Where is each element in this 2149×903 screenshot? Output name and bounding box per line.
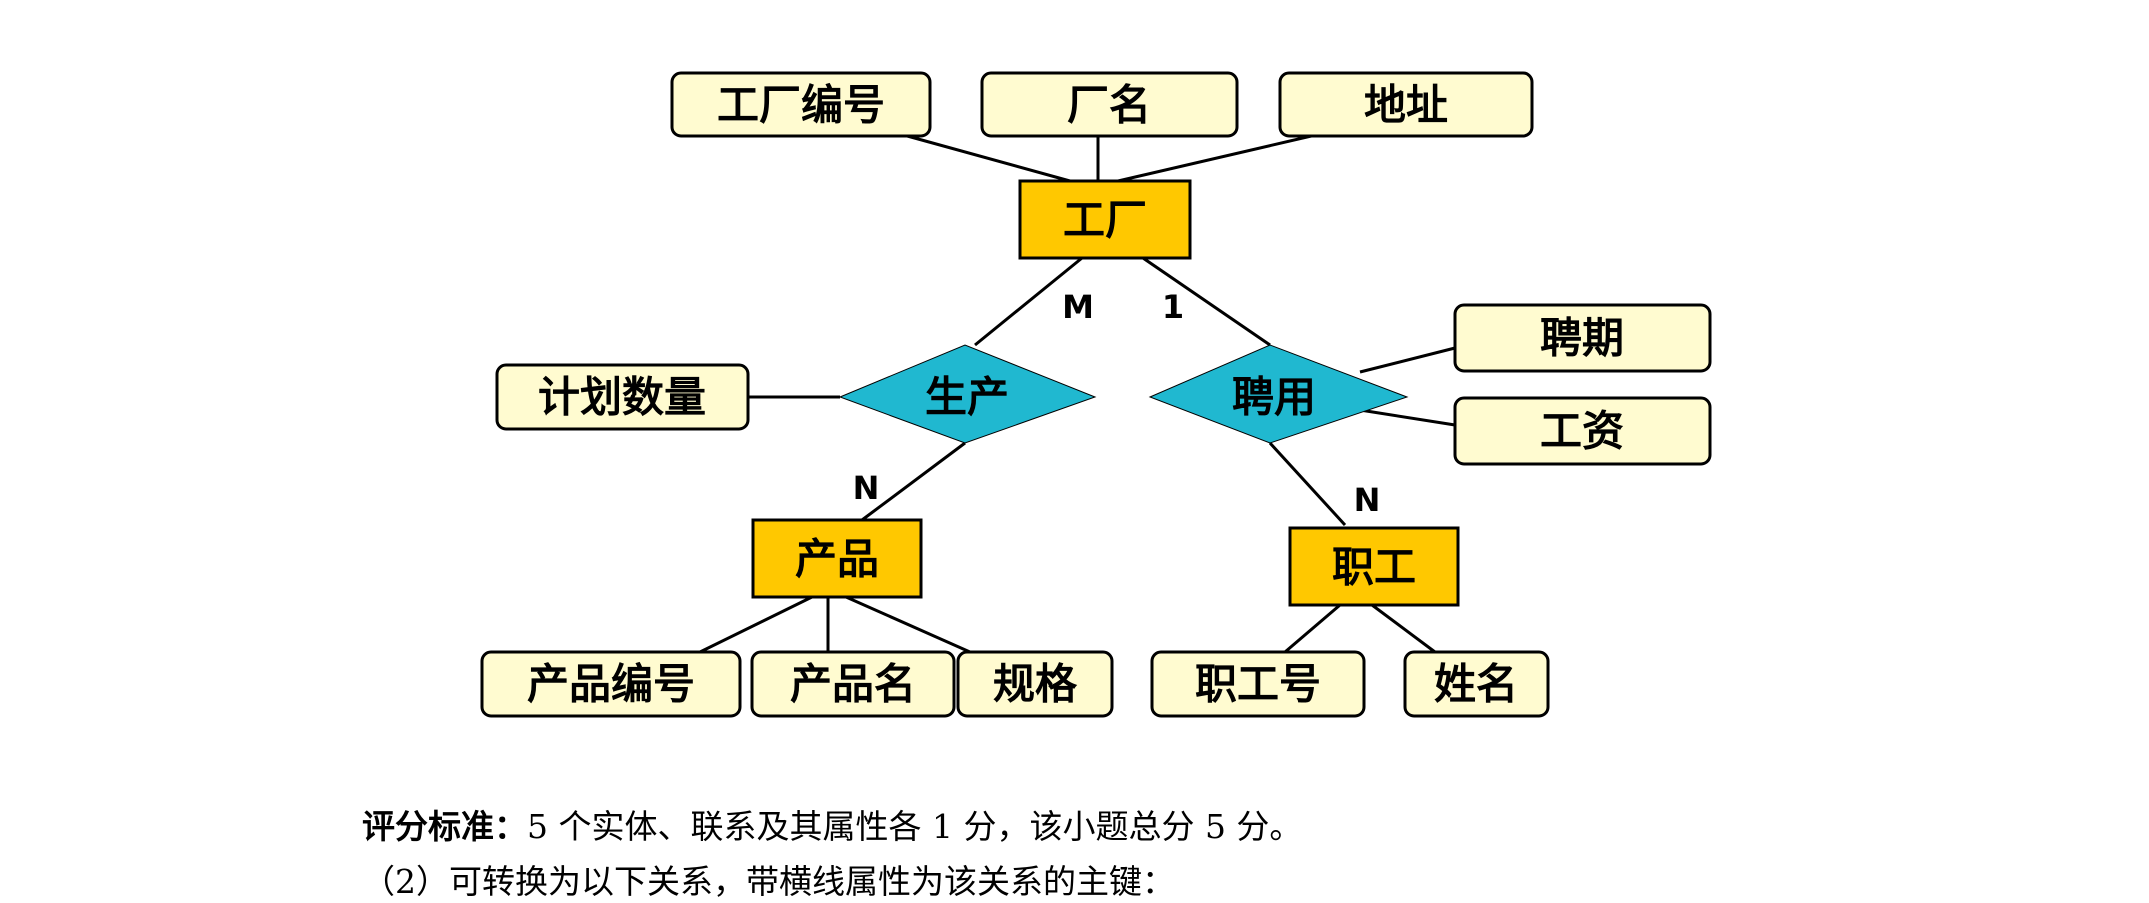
edge-factory-no <box>899 132 1071 183</box>
conversion-note: （2）可转换为以下关系，带横线属性为该关系的主键： <box>362 855 1175 903</box>
entity-factory: 工厂 <box>1018 179 1192 260</box>
attr-plan-quantity: 计划数量 <box>495 363 750 431</box>
cardinality-hire-employee: N <box>1354 481 1381 519</box>
svg-text:计划数量: 计划数量 <box>538 373 706 422</box>
conversion-text: （2）可转换为以下关系，带横线属性为该关系的主键： <box>362 862 1175 901</box>
svg-text:规格: 规格 <box>993 660 1078 709</box>
edge-employee-name <box>1371 603 1436 654</box>
cardinality-produce-factory: M <box>1062 288 1094 326</box>
svg-text:工厂: 工厂 <box>1063 196 1147 245</box>
er-diagram: 工厂编号 厂名 地址 计划数量 聘期 工资 产品编号 产品名 规格 职工号 姓名 <box>480 71 1712 718</box>
svg-text:职工: 职工 <box>1332 543 1416 592</box>
svg-text:聘期: 聘期 <box>1540 314 1624 363</box>
attr-hire-period: 聘期 <box>1453 303 1712 373</box>
svg-text:产品名: 产品名 <box>790 660 916 709</box>
svg-text:工厂编号: 工厂编号 <box>717 81 885 130</box>
edge-spec <box>845 595 971 654</box>
attr-employee-no: 职工号 <box>1150 650 1366 718</box>
attr-spec: 规格 <box>956 650 1114 718</box>
cardinality-hire-factory: 1 <box>1162 288 1184 326</box>
scoring-note: 评分标准：5 个实体、联系及其属性各 1 分，该小题总分 5 分。 <box>362 800 1302 848</box>
attr-salary: 工资 <box>1453 396 1712 466</box>
edge-hire-employee <box>1268 441 1347 527</box>
cardinality-produce-product: N <box>853 469 880 507</box>
edges <box>699 132 1456 654</box>
attr-product-name: 产品名 <box>750 650 956 718</box>
attr-employee-name: 姓名 <box>1403 650 1550 718</box>
svg-text:产品编号: 产品编号 <box>527 660 695 709</box>
attr-address: 地址 <box>1278 71 1534 138</box>
relationship-produce: 生产 <box>838 344 1097 444</box>
svg-text:职工号: 职工号 <box>1195 660 1321 709</box>
relationship-hire: 聘用 <box>1148 344 1409 444</box>
svg-text:产品: 产品 <box>795 535 879 584</box>
svg-text:地址: 地址 <box>1364 81 1448 130</box>
attr-factory-no: 工厂编号 <box>670 71 932 138</box>
scoring-label: 评分标准： <box>362 807 527 846</box>
svg-text:生产: 生产 <box>925 373 1009 422</box>
edge-factory-produce <box>974 256 1083 347</box>
entity-product: 产品 <box>751 518 923 599</box>
edge-address <box>1117 132 1321 183</box>
scoring-text: 5 个实体、联系及其属性各 1 分，该小题总分 5 分。 <box>527 807 1303 846</box>
edge-hire-period <box>1359 346 1456 374</box>
svg-text:姓名: 姓名 <box>1434 660 1518 709</box>
edge-factory-hire <box>1142 256 1271 347</box>
edge-employee-no <box>1284 603 1341 654</box>
edge-produce-product <box>861 441 966 522</box>
attr-product-no: 产品编号 <box>480 650 742 718</box>
edge-product-no <box>699 595 813 654</box>
svg-text:工资: 工资 <box>1540 407 1624 456</box>
entity-employee: 职工 <box>1288 526 1460 607</box>
attr-factory-name: 厂名 <box>980 71 1239 138</box>
svg-text:厂名: 厂名 <box>1067 81 1151 130</box>
edge-salary <box>1359 408 1456 427</box>
svg-text:聘用: 聘用 <box>1232 373 1316 422</box>
